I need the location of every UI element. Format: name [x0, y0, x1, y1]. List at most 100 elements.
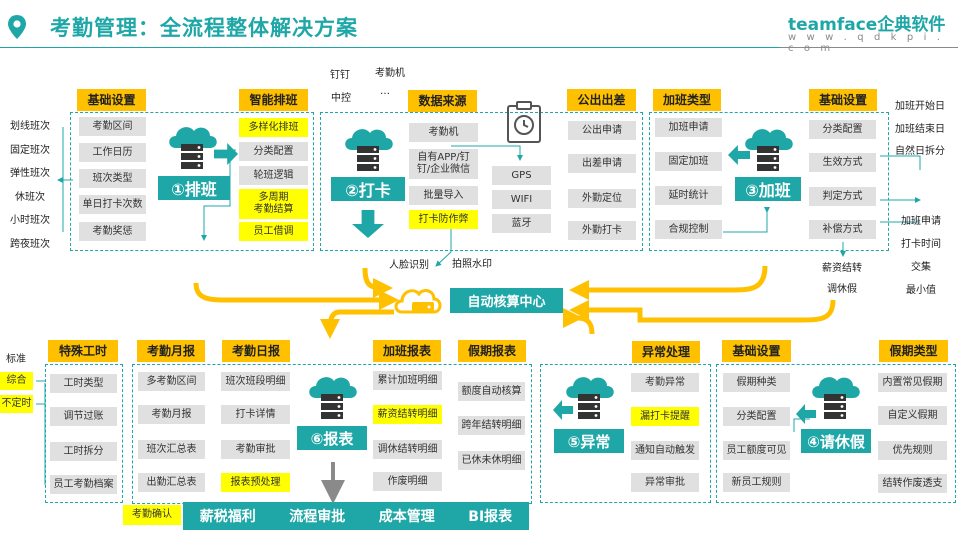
item-exception-approval[interactable]: 异常审批: [631, 473, 699, 492]
item-leave-kinds[interactable]: 假期种类: [723, 373, 790, 392]
item-carry-void-overdraft[interactable]: 结转作废透支: [878, 474, 947, 493]
item-cross-year[interactable]: 跨年结转明细: [458, 416, 525, 435]
item-rotation-logic[interactable]: 轮班逻辑: [239, 166, 308, 185]
item-multi-cycle[interactable]: 多周期 考勤结算: [239, 189, 308, 219]
item-fixed-overtime[interactable]: 固定加班: [655, 152, 722, 171]
item-compensation[interactable]: 补偿方式: [809, 220, 876, 239]
item-hour-type[interactable]: 工时类型: [50, 374, 117, 393]
cloud-storage-icon: [394, 289, 442, 314]
item-priority-rule[interactable]: 优先规则: [878, 441, 947, 460]
item-adjust-posting[interactable]: 调节过账: [50, 407, 117, 426]
item-leave-carry[interactable]: 调休结转明细: [373, 440, 442, 459]
label-basic-settings: 基础设置: [77, 89, 146, 111]
label-business-trip: 公出出差: [567, 89, 636, 111]
downstream-workflow[interactable]: 流程审批: [289, 509, 346, 525]
exception-panel: [540, 364, 711, 503]
item-field-locate[interactable]: 外勤定位: [568, 189, 636, 208]
source-more: …: [380, 86, 390, 97]
item-attendance-period[interactable]: 考勤区间: [79, 117, 146, 136]
item-void-detail[interactable]: 作废明细: [373, 472, 442, 491]
module-schedule[interactable]: ①排班: [158, 176, 230, 200]
shift-kind: 划线班次: [10, 121, 50, 132]
item-gps[interactable]: GPS: [492, 166, 551, 185]
item-auto-notify[interactable]: 通知自动触发: [631, 441, 699, 460]
item-quota-visible[interactable]: 员工额度可见: [723, 441, 790, 460]
item-shift-summary[interactable]: 班次汇总表: [138, 440, 205, 459]
item-batch-import[interactable]: 批量导入: [409, 186, 478, 205]
item-ot-classification[interactable]: 分类配置: [809, 120, 876, 139]
item-anti-cheat[interactable]: 打卡防作弊: [409, 210, 478, 229]
item-punch-detail[interactable]: 打卡详情: [221, 405, 290, 424]
item-shift-segment[interactable]: 班次班段明细: [221, 372, 290, 391]
item-monthly-report[interactable]: 考勤月报: [138, 405, 205, 424]
attendance-confirm[interactable]: 考勤确认: [123, 505, 181, 525]
item-accumulated-ot[interactable]: 累计加班明细: [373, 371, 442, 390]
item-leave-classification[interactable]: 分类配置: [723, 407, 790, 426]
downstream-payroll[interactable]: 薪税福利: [199, 509, 256, 525]
item-multi-period[interactable]: 多考勤区间: [138, 372, 205, 391]
item-daily-punch-count[interactable]: 单日打卡次数: [79, 195, 146, 214]
schedule-panel: [70, 112, 314, 251]
label-leave-type: 假期类型: [879, 340, 948, 362]
item-report-preprocess[interactable]: 报表预处理: [221, 473, 290, 492]
ot-date-item: 加班结束日: [895, 123, 945, 135]
ot-comp-list: 薪资结转 调休假: [819, 258, 865, 300]
module-overtime[interactable]: ③加班: [735, 177, 801, 201]
item-missed-punch[interactable]: 漏打卡提醒: [631, 407, 699, 426]
item-overtime-request[interactable]: 加班申请: [655, 118, 722, 137]
shift-kinds-list: 划线班次 固定班次 弹性班次 休班次 小时班次 跨夜班次: [9, 115, 51, 256]
module-exception[interactable]: ⑤异常: [554, 429, 624, 453]
label-exception: 异常处理: [632, 341, 700, 363]
item-staff-archive[interactable]: 员工考勤档案: [50, 475, 117, 494]
downstream-bi[interactable]: BI报表: [468, 509, 513, 525]
label-monthly-report: 考勤月报: [137, 340, 205, 362]
special-hours-panel: [45, 364, 123, 503]
face-recognition-label: 人脸识别: [389, 260, 429, 271]
module-report[interactable]: ⑥报表: [297, 426, 367, 450]
module-punch[interactable]: ②打卡: [331, 177, 405, 201]
item-bluetooth[interactable]: 蓝牙: [492, 214, 551, 233]
item-salary-carry[interactable]: 薪资结转明细: [373, 405, 442, 424]
item-effect-mode[interactable]: 生效方式: [809, 153, 876, 172]
hours-comprehensive[interactable]: 综合: [0, 372, 33, 390]
item-quota-calc[interactable]: 额度自动核算: [458, 382, 525, 401]
cloud-server-icon: [566, 377, 614, 419]
item-work-calendar[interactable]: 工作日历: [79, 143, 146, 162]
item-trip-request[interactable]: 出差申请: [568, 154, 636, 173]
item-delay-stats[interactable]: 延时统计: [655, 186, 722, 205]
ot-judge-item: 加班申请: [901, 216, 941, 227]
item-judge-mode[interactable]: 判定方式: [809, 187, 876, 206]
item-compliance[interactable]: 合规控制: [655, 220, 722, 239]
item-field-punch[interactable]: 外勤打卡: [568, 221, 636, 240]
item-staff-loan[interactable]: 员工借调: [239, 222, 308, 241]
item-attendance-summary[interactable]: 出勤汇总表: [138, 473, 205, 492]
item-hour-split[interactable]: 工时拆分: [50, 442, 117, 461]
item-own-app[interactable]: 自有APP/钉 钉/企业微信: [409, 149, 478, 179]
auto-accounting-center[interactable]: 自动核算中心: [450, 288, 563, 313]
item-attendance-approval[interactable]: 考勤审批: [221, 440, 290, 459]
item-multi-schedule[interactable]: 多样化排班: [239, 118, 308, 137]
item-wifi[interactable]: WIFI: [492, 190, 551, 209]
label-daily-report: 考勤日报: [222, 340, 290, 362]
item-used-unused[interactable]: 已休未休明细: [458, 451, 525, 470]
cloud-server-icon: [745, 129, 793, 171]
module-leave[interactable]: ④请休假: [801, 429, 871, 453]
item-new-staff-rule[interactable]: 新员工规则: [723, 473, 790, 492]
item-classification[interactable]: 分类配置: [239, 142, 308, 161]
item-custom-leave[interactable]: 自定义假期: [878, 406, 947, 425]
item-builtin-leave[interactable]: 内置常见假期: [878, 373, 947, 392]
label-overtime-report: 加班报表: [373, 340, 441, 362]
item-punch-machine[interactable]: 考勤机: [409, 123, 478, 142]
downstream-cost[interactable]: 成本管理: [378, 509, 435, 525]
cloud-server-icon: [812, 377, 860, 419]
item-shift-type[interactable]: 班次类型: [79, 169, 146, 188]
label-overtime-settings: 基础设置: [809, 89, 877, 111]
item-outing-request[interactable]: 公出申请: [568, 121, 636, 140]
overtime-panel: [649, 112, 889, 251]
item-reward-penalty[interactable]: 考勤奖惩: [79, 222, 146, 241]
photo-watermark-label: 拍照水印: [452, 259, 492, 270]
hours-standard: 标准: [6, 354, 26, 365]
hours-irregular[interactable]: 不定时: [0, 395, 33, 413]
ot-comp-item: 调休假: [827, 284, 857, 295]
item-attendance-exception[interactable]: 考勤异常: [631, 373, 699, 392]
